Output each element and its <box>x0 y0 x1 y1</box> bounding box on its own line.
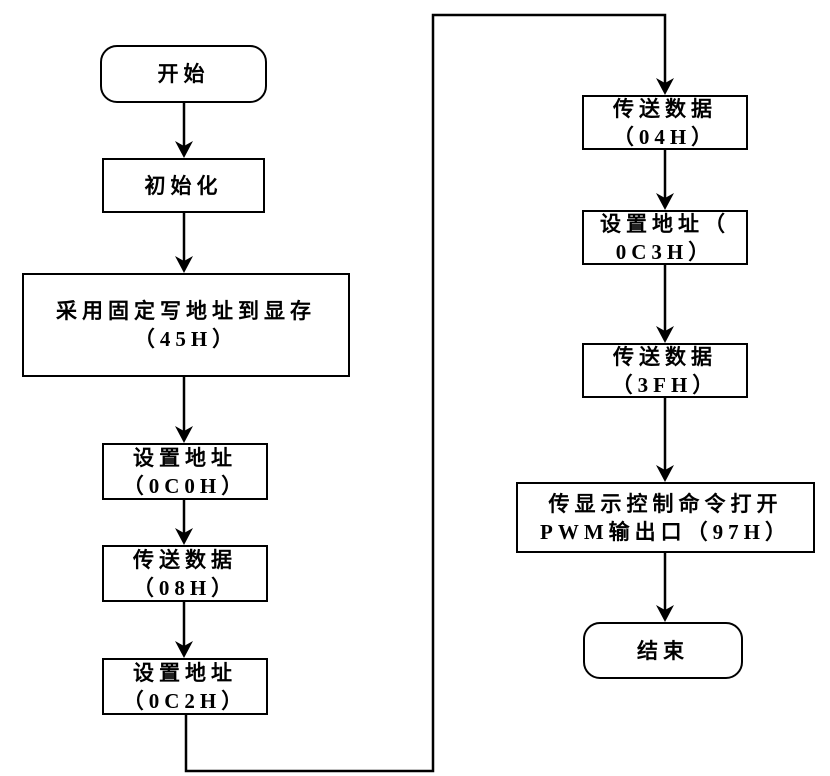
node-label-line1: 采用固定写地址到显存 <box>56 299 316 323</box>
flow-node-write-addr: 采用固定写地址到显存 （45H） <box>22 273 350 377</box>
arrowhead-init-write-addr <box>175 256 193 273</box>
flow-node-send-data-3f: 传送数据 （3FH） <box>582 343 748 398</box>
flow-node-start: 开始 <box>100 45 267 103</box>
flow-node-set-addr-0c2: 设置地址 （0C2H） <box>102 658 268 715</box>
node-label-line1: 传送数据 <box>613 344 717 369</box>
node-label-line2: （3FH） <box>611 372 719 397</box>
edge-set-addr-0c2-send-data-04 <box>184 13 667 773</box>
node-label-line2: 0C3H） <box>615 239 715 264</box>
node-label-line1: 传送数据 <box>133 547 237 572</box>
flow-node-set-addr-0c3: 设置地址（ 0C3H） <box>582 210 748 265</box>
node-label: 开始 <box>157 62 210 86</box>
arrowhead-send-data-3f-open-pwm <box>656 465 674 482</box>
flow-node-init: 初始化 <box>102 158 265 213</box>
node-label-line1: 设置地址（ <box>600 211 730 236</box>
flow-node-send-data-08: 传送数据 （08H） <box>102 545 268 602</box>
flow-node-set-addr-0c0: 设置地址 （0C0H） <box>102 443 268 500</box>
flow-node-open-pwm: 传显示控制命令打开 PWM输出口（97H） <box>516 482 815 553</box>
node-label-line2: （08H） <box>132 575 238 600</box>
node-label-line1: 设置地址 <box>133 660 237 685</box>
node-label-line1: 传显示控制命令打开 <box>548 491 783 516</box>
node-label-line2: （0C0H） <box>122 473 248 498</box>
flow-node-end: 结束 <box>583 622 743 679</box>
arrowhead-send-data-08-set-addr-0c2 <box>175 641 193 658</box>
node-label-line2: （04H） <box>612 124 718 149</box>
flow-node-send-data-04: 传送数据 （04H） <box>582 95 748 150</box>
arrowhead-start-init <box>175 141 193 158</box>
node-label: 初始化 <box>144 173 223 198</box>
arrowhead-set-addr-0c3-send-data-3f <box>656 326 674 343</box>
node-label-line2: （0C2H） <box>122 688 248 713</box>
arrowhead-send-data-04-set-addr-0c3 <box>656 193 674 210</box>
arrowhead-set-addr-0c0-send-data-08 <box>175 528 193 545</box>
arrowhead-set-addr-0c2-send-data-04 <box>656 78 674 95</box>
node-label-line2: PWM输出口（97H） <box>540 519 791 544</box>
node-label: 结束 <box>637 638 689 663</box>
node-label-line1: 设置地址 <box>133 445 237 470</box>
node-label-line2: （45H） <box>133 327 239 351</box>
arrowhead-open-pwm-end <box>656 605 674 622</box>
node-label-line1: 传送数据 <box>613 96 717 121</box>
arrowhead-write-addr-set-addr-0c0 <box>175 426 193 443</box>
